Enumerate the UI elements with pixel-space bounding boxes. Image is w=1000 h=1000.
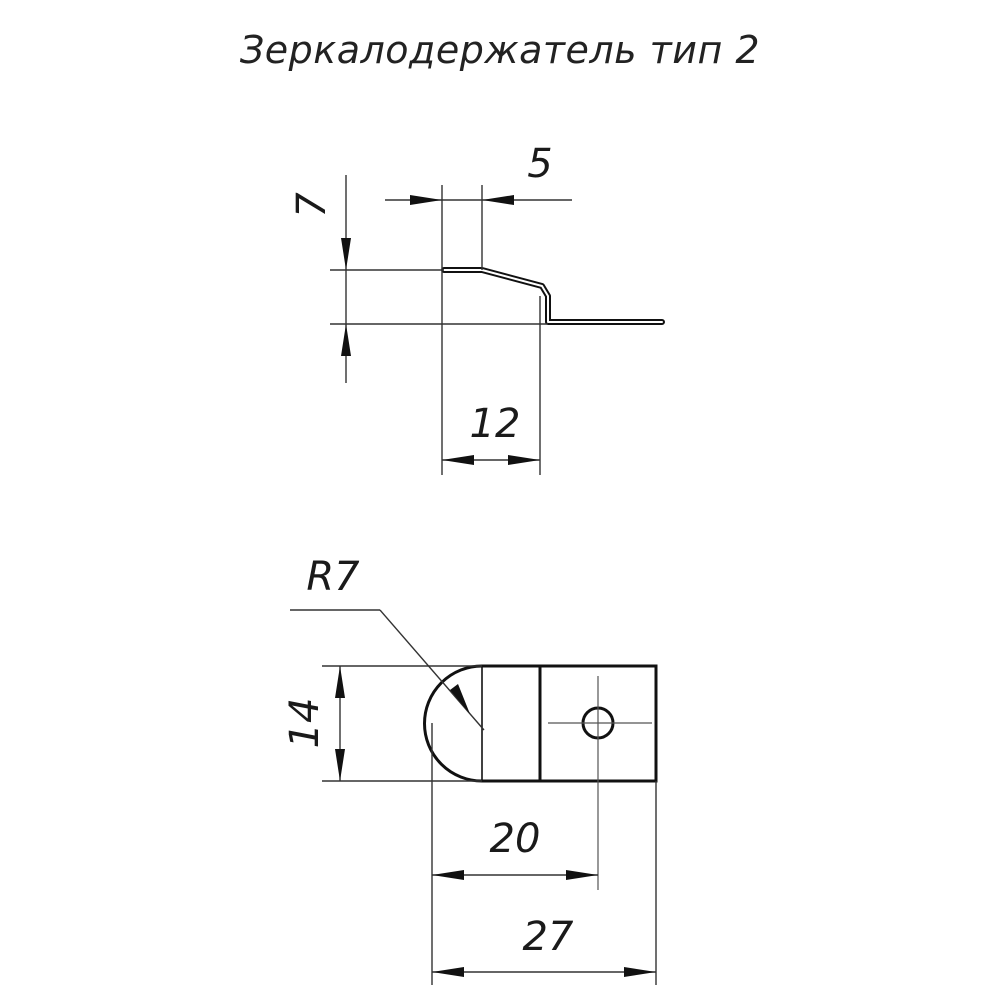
arrow-5-left — [410, 195, 442, 205]
arrow-27-left — [432, 967, 464, 977]
arrow-7-bottom — [341, 324, 351, 356]
arrow-12-left — [442, 455, 474, 465]
arrow-7-top — [341, 238, 351, 270]
top-view: 14 R7 20 27 — [282, 554, 658, 985]
radius-leader — [379, 609, 485, 731]
arrow-14-bottom — [335, 749, 345, 781]
dim-label-7: 7 — [289, 192, 335, 218]
radius-arrow — [450, 684, 470, 714]
arrow-14-top — [335, 666, 345, 698]
top-outline — [423, 664, 658, 783]
arrow-20-left — [432, 870, 464, 880]
arrow-5-right — [482, 195, 514, 205]
arrow-12-right — [508, 455, 540, 465]
side-view: 7 5 12 — [289, 141, 665, 475]
drawing-title: Зеркалодержатель тип 2 — [239, 28, 761, 72]
arrow-20-right — [566, 870, 598, 880]
side-profile — [441, 267, 665, 325]
dim-label-20: 20 — [490, 816, 541, 862]
dim-label-5: 5 — [527, 141, 552, 187]
dim-label-14: 14 — [282, 698, 328, 749]
dim-label-27: 27 — [523, 914, 574, 960]
arrow-27-right — [624, 967, 656, 977]
dim-label-12: 12 — [470, 401, 521, 447]
dim-label-r7: R7 — [306, 554, 360, 600]
